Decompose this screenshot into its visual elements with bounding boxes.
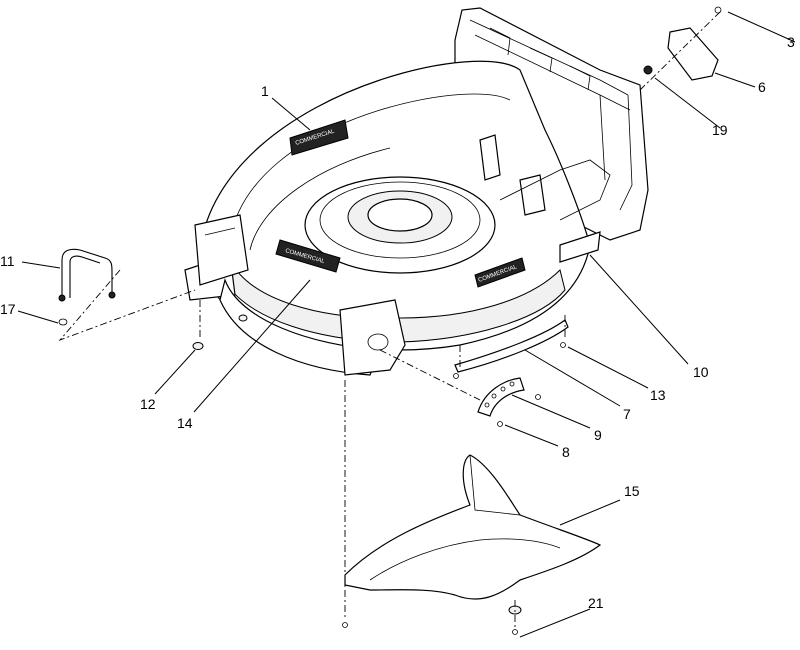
callout-7: 7	[623, 406, 631, 422]
callout-13: 13	[650, 387, 666, 403]
callout-12: 12	[140, 396, 156, 412]
decal-top: COMMERCIAL	[289, 119, 349, 156]
callout-1: 1	[261, 83, 269, 99]
rear-skirt-strip	[454, 319, 569, 373]
cover-plate	[643, 6, 722, 81]
callout-19: 19	[712, 122, 728, 138]
callout-15: 15	[624, 483, 640, 499]
discharge-deflector	[342, 454, 602, 635]
callout-labels: 1 3 6 19 11 17 12 14 10 13 7 9 8 15 21	[0, 34, 795, 611]
mower-deck-housing: COMMERCIAL COMMERCIAL COMMERCIAL	[184, 7, 649, 376]
callout-11: 11	[0, 253, 15, 269]
wheel-nut-2	[238, 314, 248, 322]
wheel-nut	[192, 342, 204, 350]
bail-handle	[58, 248, 116, 326]
callout-17: 17	[0, 301, 16, 317]
callout-10: 10	[693, 364, 709, 380]
callout-6: 6	[758, 79, 766, 95]
assembly-lines	[58, 11, 721, 630]
callout-14: 14	[177, 415, 193, 431]
callout-9: 9	[594, 427, 602, 443]
leader-lines	[17, 11, 796, 638]
callout-3: 3	[787, 34, 795, 50]
height-adjust-plate	[477, 377, 541, 427]
callout-8: 8	[562, 444, 570, 460]
callout-21: 21	[588, 595, 604, 611]
